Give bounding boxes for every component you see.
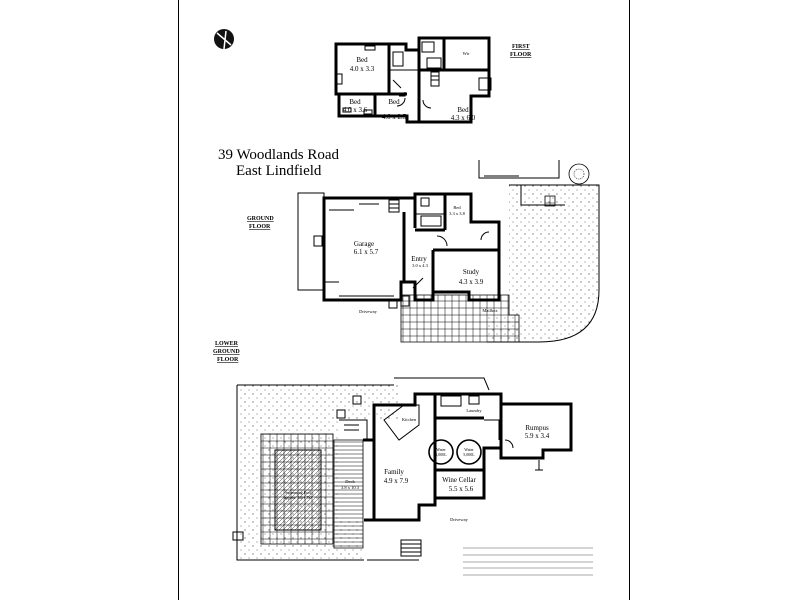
room-dims-bed3: 4.6 x 2.5 [382,113,407,121]
ground-floor-label-2: FLOOR [249,224,271,230]
tank1-label: Water [436,447,446,452]
room-dims-entry: 3.0 x 4.3 [412,263,429,268]
room-dims-family: 4.9 x 7.9 [384,477,409,485]
lower-floor-label-1: LOWER [215,341,239,347]
lower-floor-label-3: FLOOR [217,357,239,363]
tank2-dims: 5,000L [463,452,475,458]
room-label-laundry: Laundry [466,408,482,413]
tank1-dims: 5,000L [435,452,447,458]
room-label-wir: Wir [463,51,470,56]
first-floor-label-1: FIRST [512,44,530,50]
room-label-bed2: Bed [349,98,361,106]
lower-floor-label-2: GROUND [213,349,240,355]
room-dims-wine-cellar: 5.5 x 5.6 [449,485,474,493]
mailbox-label: Mailbox [482,308,498,313]
room-label-bed5: Bed [453,205,461,210]
room-label-deck: Deck [345,479,355,484]
room-dims-study: 4.3 x 3.9 [459,278,484,286]
driveway-lower-label: Driveway [450,517,468,522]
room-label-rumpus: Rumpus [525,424,549,432]
room-dims-deck: 3.8 x 10.3 [341,485,360,490]
room-dims-bed4: 4.3 x 6.0 [451,114,476,122]
pool-label: Swimming Pool [285,490,312,495]
room-dims-bed2: 4.0 x 3.6 [343,106,368,114]
room-label-bed4: Bed [457,106,469,114]
first-floor-plan: Bed 4.0 x 3.3 Bed 4.0 x 3.6 Bed 4.6 x 2.… [334,36,532,124]
ground-floor-label-1: GROUND [247,216,274,222]
room-dims-bed1: 4.0 x 3.3 [350,65,375,73]
driveway-ground-label: Driveway [359,309,377,314]
room-label-bed3: Bed [388,98,400,106]
room-label-bed1: Bed [356,56,368,64]
room-label-garage: Garage [354,240,374,248]
floorplan-drawing: Bed 4.0 x 3.3 Bed 4.0 x 3.6 Bed 4.6 x 2.… [213,29,600,576]
north-compass-icon [214,29,234,50]
tank2-label: Water [464,447,474,452]
first-floor-label-2: FLOOR [510,52,532,58]
lower-ground-floor-plan: LOWER GROUND FLOOR Swimming Pool approx.… [213,341,573,561]
room-label-study: Study [463,268,480,276]
room-dims-rumpus: 5.9 x 3.4 [525,432,550,440]
floorplan-sheet: Bed 4.0 x 3.3 Bed 4.0 x 3.6 Bed 4.6 x 2.… [178,0,630,600]
room-label-family: Family [384,468,404,476]
room-dims-bed5: 3.3 x 3.8 [449,211,466,216]
address-line1: 39 Woodlands Road [218,147,340,163]
pool-dims: approx. 3.0 x 7.0 [284,495,311,500]
room-label-entry: Entry [411,255,427,263]
address-line2: East Lindfield [236,163,322,179]
room-label-wine-cellar: Wine Cellar [442,476,476,484]
ground-floor-plan: Garage 6.1 x 5.7 Entry 3.0 x 4.3 Study 4… [247,160,600,343]
room-dims-garage: 6.1 x 5.7 [354,248,379,256]
room-label-kitchen: Kitchen [402,417,417,422]
title-block [463,547,593,576]
